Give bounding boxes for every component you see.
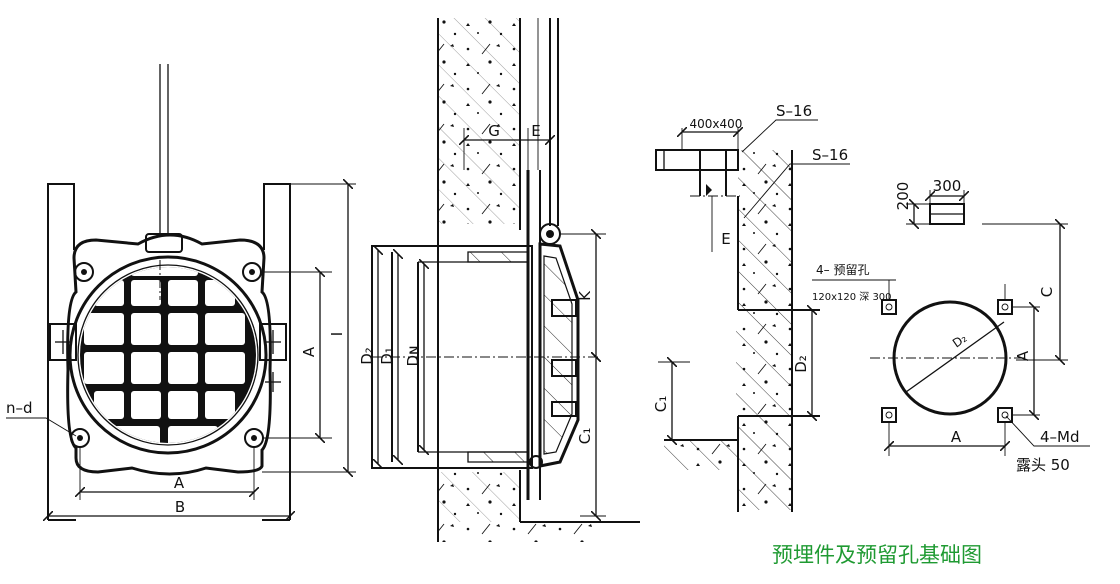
front-view: A B A I n–d — [6, 64, 356, 520]
section-dim-DN: Dɴ — [404, 345, 422, 366]
plan-holes-label: 4– 预留孔 — [816, 263, 869, 277]
front-dim-A-vertical: A — [300, 346, 318, 357]
plan-dim-300: 300 — [933, 177, 962, 195]
plan-exposed-label: 露头 50 — [1016, 456, 1070, 474]
embed-dim-D2: D₂ — [792, 355, 810, 373]
plan-bolt-label: 4–Md — [1040, 428, 1080, 446]
plan-holes-size: 120x120 深 300 — [812, 291, 892, 303]
foundation-plan: 300 200 C D₂ A A 4– 预留孔 120x120 — [812, 177, 1090, 474]
front-dim-B: B — [175, 498, 185, 516]
section-dim-G: G — [488, 122, 500, 140]
section-dim-D1: D₁ — [378, 347, 396, 365]
section-dim-C1: C₁ — [576, 428, 594, 445]
plan-dim-200: 200 — [894, 182, 912, 211]
plan-dim-D2: D₂ — [950, 331, 970, 351]
embed-dim-E: E — [721, 230, 730, 248]
embed-s16-bottom: S–16 — [812, 146, 848, 164]
front-dim-I: I — [328, 332, 346, 336]
section-dim-K: K — [576, 290, 594, 301]
embed-s16-top: S–16 — [776, 102, 812, 120]
front-dim-A: A — [174, 474, 185, 492]
section-view: D₂ D₁ Dɴ G E K C₁ — [358, 18, 640, 542]
section-dim-D2: D₂ — [358, 347, 376, 365]
embed-size-label: 400x400 — [690, 117, 743, 131]
figure-caption: 预埋件及预留孔基础图 — [772, 543, 982, 567]
plan-dim-C: C — [1038, 287, 1056, 297]
plan-dim-A-vertical: A — [1014, 350, 1032, 361]
embed-side-view: 400x400 S–16 S–16 E D₂ C₁ — [652, 102, 850, 512]
plan-dim-A: A — [951, 428, 962, 446]
front-bolt-label: n–d — [6, 399, 33, 417]
embed-dim-C1: C₁ — [652, 396, 670, 413]
section-dim-E: E — [531, 122, 540, 140]
